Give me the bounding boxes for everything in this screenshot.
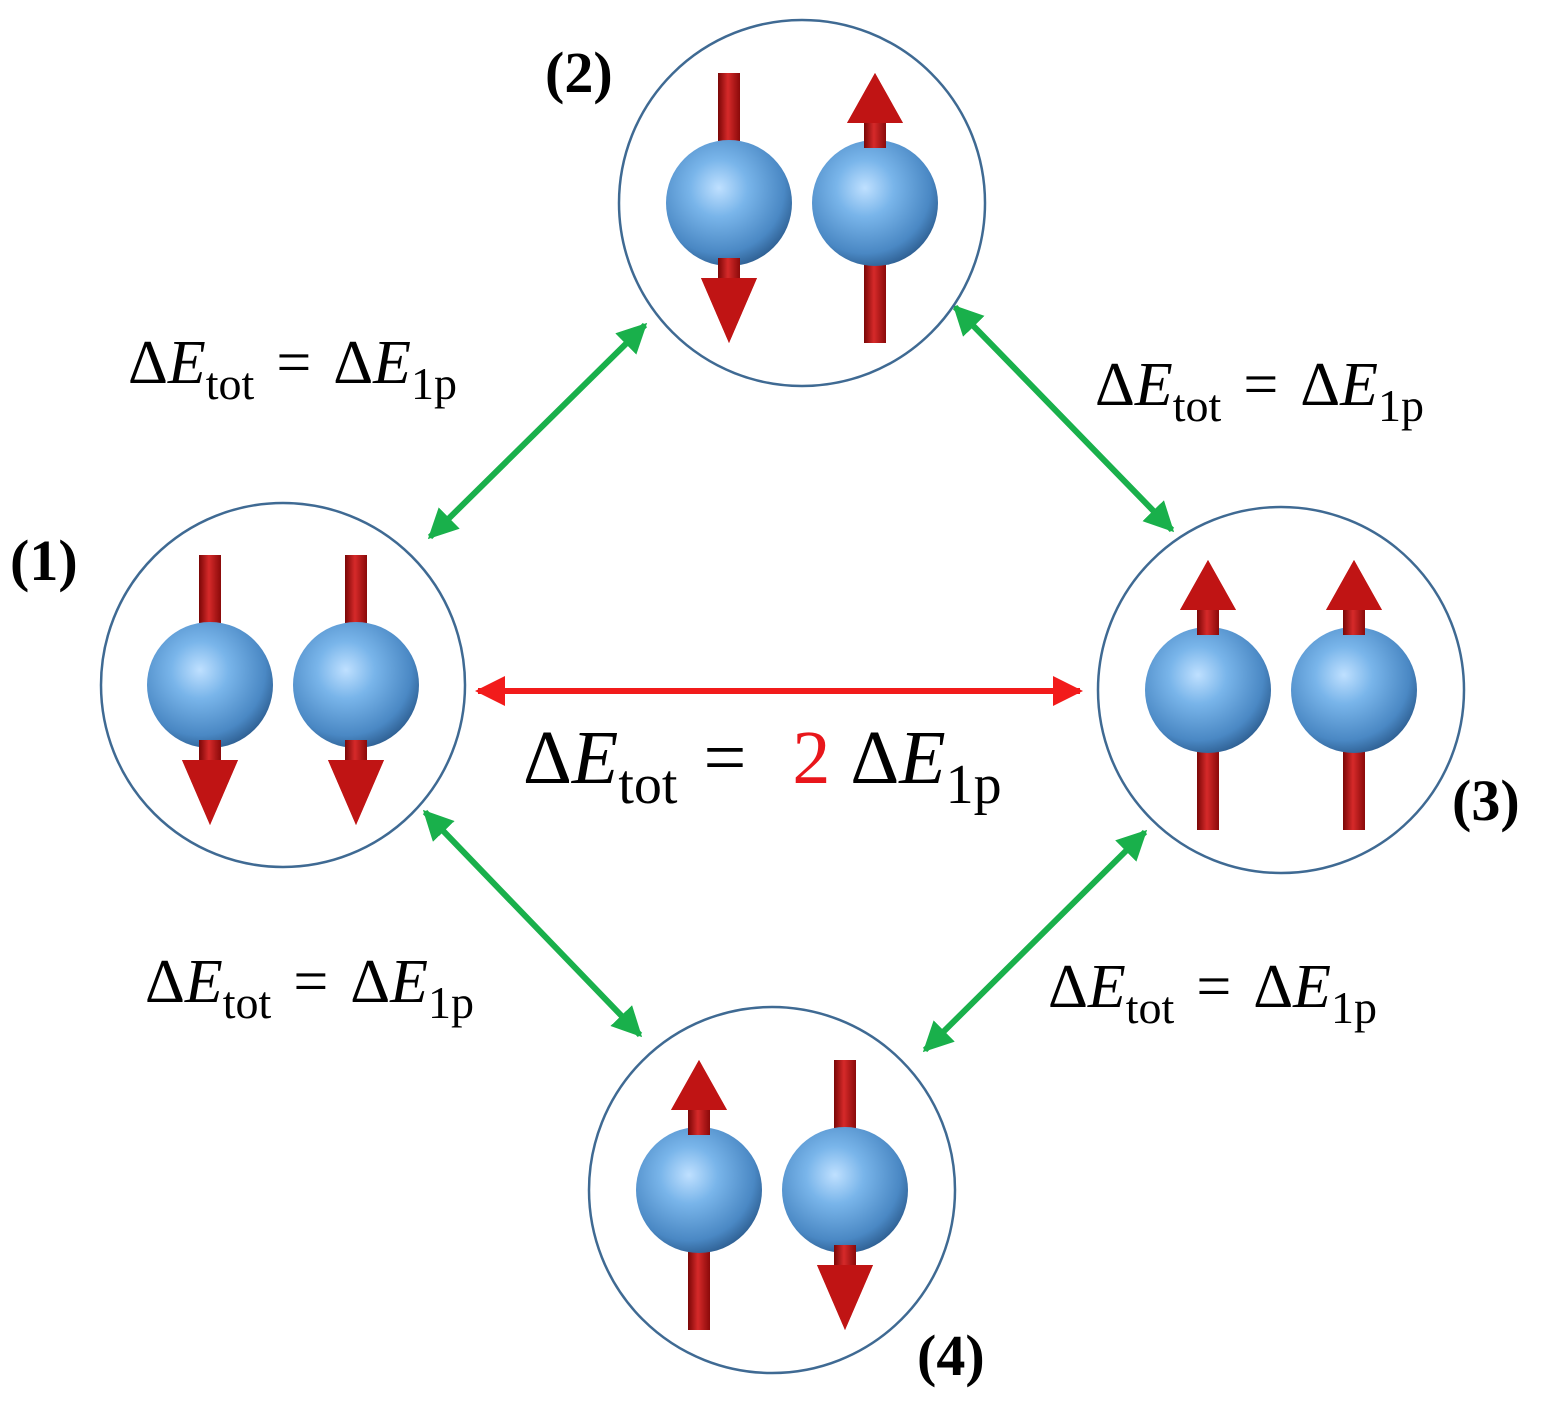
transition-arrows: [422, 304, 1175, 1053]
arrow-shaft-front: [345, 740, 367, 760]
arrow-down-head-icon: [817, 1265, 873, 1330]
atom-sphere: [812, 140, 938, 266]
spin-up: [636, 1060, 762, 1330]
spin-up: [1145, 560, 1271, 830]
atom-sphere: [666, 140, 792, 266]
arrow-1-4: [422, 809, 643, 1038]
atom-sphere: [1291, 627, 1417, 753]
arrow-down-head-icon: [328, 760, 384, 825]
arrow-1-2: [427, 322, 648, 540]
arrow-up-head-icon: [1326, 560, 1382, 610]
arrow-3-4: [922, 829, 1148, 1053]
arrow-shaft-front: [1343, 610, 1365, 635]
arrow-up-head-icon: [847, 73, 903, 123]
atom-sphere: [1145, 627, 1271, 753]
spin-down: [147, 555, 273, 825]
arrow-shaft-front: [834, 1245, 856, 1265]
state-label-2: (2): [545, 40, 613, 105]
atom-sphere: [782, 1127, 908, 1253]
equation-1-2: ΔEtot=ΔE1p: [128, 329, 457, 409]
arrow-shaft-front: [199, 740, 221, 760]
equation-3-4: ΔEtot=ΔE1p: [1048, 953, 1377, 1033]
arrow-shaft-front: [1197, 610, 1219, 635]
arrow-up-head-icon: [671, 1060, 727, 1110]
state-1: [99, 501, 467, 869]
arrow-down-head-icon: [701, 278, 757, 343]
spin-up: [812, 73, 938, 343]
arrow-up-head-icon: [1180, 560, 1236, 610]
atom-sphere: [147, 622, 273, 748]
spin-down: [293, 555, 419, 825]
factor-two: 2: [792, 716, 830, 800]
state-2: [617, 18, 987, 388]
arrow-shaft-front: [718, 258, 740, 278]
state-4: [587, 1005, 957, 1375]
arrow-2-3: [952, 304, 1175, 533]
spin-up: [1291, 560, 1417, 830]
state-label-3: (3): [1452, 768, 1520, 833]
equation-2-3: ΔEtot=ΔE1p: [1095, 351, 1424, 431]
arrow-down-head-icon: [182, 760, 238, 825]
arrow-shaft-front: [864, 123, 886, 148]
state-label-1: (1): [10, 528, 78, 593]
arrow-shaft-front: [688, 1110, 710, 1135]
spin-down: [666, 73, 792, 343]
spin-down: [782, 1060, 908, 1330]
atom-sphere: [636, 1127, 762, 1253]
state-3: [1096, 505, 1466, 875]
state-label-4: (4): [917, 1323, 985, 1388]
equation-1-4: ΔEtot=ΔE1p: [145, 948, 474, 1028]
atom-sphere: [293, 622, 419, 748]
